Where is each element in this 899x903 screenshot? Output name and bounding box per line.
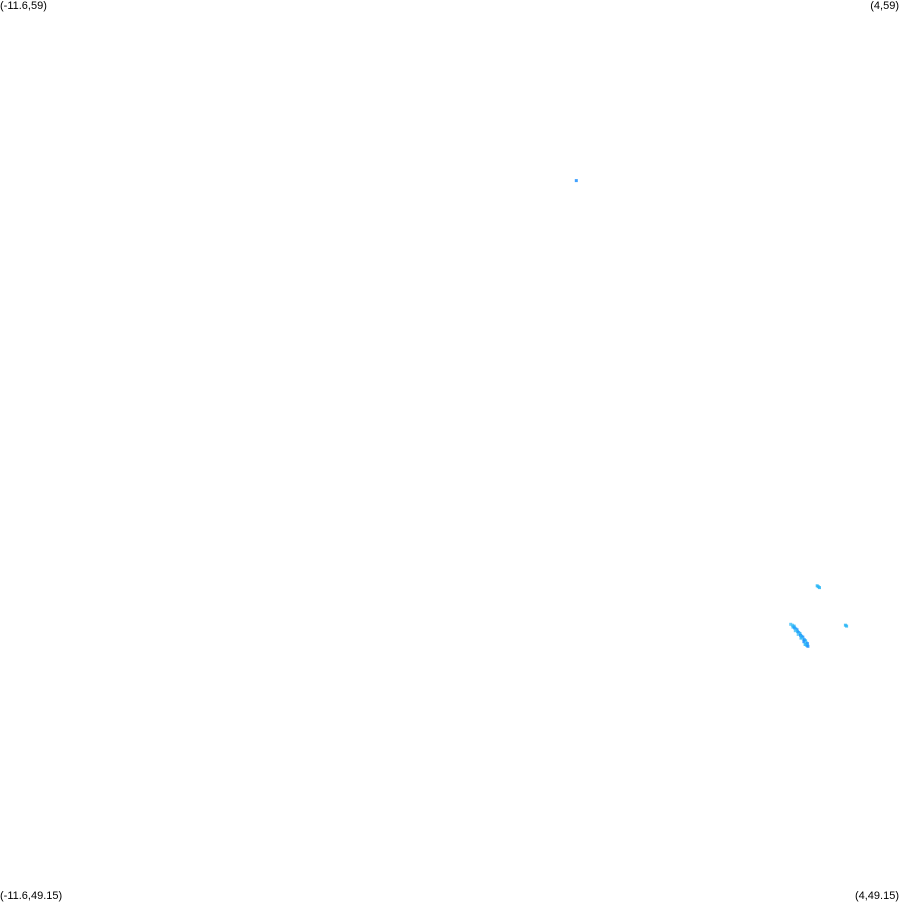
corner-label-top-right: (4,59)	[870, 0, 899, 12]
map-point	[790, 623, 794, 627]
map-point	[806, 644, 810, 648]
map-point	[798, 632, 802, 635]
map-point	[804, 639, 808, 643]
map-point	[805, 642, 809, 646]
corner-label-bottom-left: (-11.6,49.15)	[0, 890, 63, 902]
map-point	[799, 636, 803, 640]
map-point	[802, 640, 806, 644]
map-point	[803, 643, 807, 646]
corner-label-top-left: (-11.6,59)	[0, 0, 47, 12]
map-point	[789, 622, 793, 626]
points-layer	[574, 179, 849, 648]
map-point	[574, 179, 578, 183]
map-point	[845, 624, 849, 628]
map-point	[818, 586, 821, 590]
map-point	[796, 632, 800, 636]
map-point	[795, 628, 799, 632]
corner-label-bottom-right: (4,49.15)	[854, 890, 899, 902]
map-point	[793, 629, 797, 633]
map-point	[801, 635, 805, 639]
map-point	[791, 625, 795, 629]
